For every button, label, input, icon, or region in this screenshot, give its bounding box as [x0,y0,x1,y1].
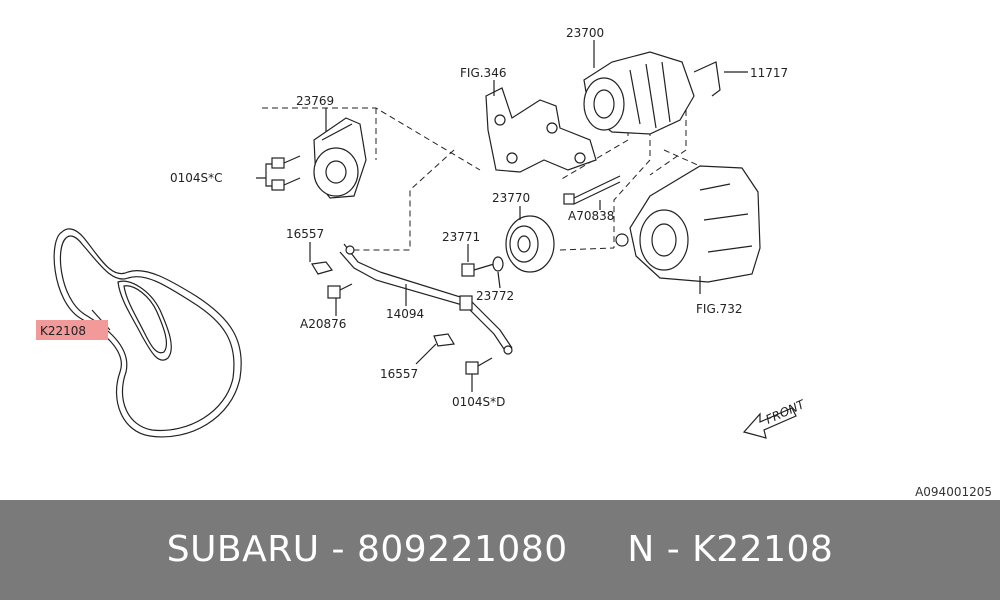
stay-bracket-part [339,243,513,355]
front-arrow-icon [742,407,797,439]
reference-code: A094001205 [915,485,992,499]
k22108-highlight [36,320,108,340]
callout-11717: 11717 [750,66,788,80]
clip-part-upper [311,261,334,275]
callout-0104s-d: 0104S*D [452,395,505,409]
callout-23769: 23769 [296,94,334,108]
idler-bolt-part [461,256,504,277]
parts-diagram: 23700 11717 FIG.346 23769 0104S*C 23770 … [36,26,809,439]
footer-bar: SUBARU - 809221080 N - K22108 [0,500,1000,600]
bolt-pair-part [256,155,301,191]
callout-23771: 23771 [442,230,480,244]
callout-23770: 23770 [492,191,530,205]
callout-23772: 23772 [476,289,514,303]
bolt-d-part [465,357,493,375]
callout-14094: 14094 [386,307,424,321]
callout-a20876: A20876 [300,317,346,331]
callout-16557-upper: 16557 [286,227,324,241]
callout-0104s-c: 0104S*C [170,171,223,185]
long-bolt-part [563,175,621,205]
compressor-part [615,165,761,283]
callout-fig346: FIG.346 [460,66,506,80]
footer-part-number: SUBARU - 809221080 N - K22108 [166,529,834,570]
tensioner-part [313,117,367,199]
bracket-part [485,87,597,173]
alternator-part [583,51,721,135]
front-label: FRONT [764,397,809,427]
callout-fig732: FIG.732 [696,302,742,316]
callout-23700: 23700 [566,26,604,40]
callout-16557-lower: 16557 [380,367,418,381]
idler-pulley-part [505,215,555,273]
bolt-a20876-part [327,283,353,299]
diagram-canvas: 23700 11717 FIG.346 23769 0104S*C 23770 … [36,26,809,439]
clip-part-lower [433,333,455,347]
callout-a70838: A70838 [568,209,614,223]
callout-k22108: K22108 [40,324,86,338]
